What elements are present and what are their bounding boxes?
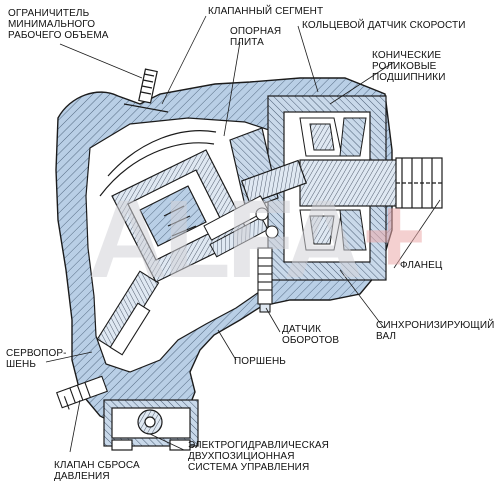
servo-piston [96,270,160,356]
label-flange: ФЛАНЕЦ [400,260,443,271]
label-valve-segment: КЛАПАННЫЙ СЕГМЕНТ [208,6,324,17]
label-servo-piston: СЕРВОПОР- ШЕНЬ [6,348,67,370]
support-plate [229,127,308,211]
label-min-volume-limiter: ОГРАНИЧИТЕЛЬ МИНИМАЛЬНОГО РАБОЧЕГО ОБЪЕМ… [8,8,109,41]
tapered-roller-bearings [299,117,367,251]
watermark-plus: + [362,174,427,297]
rpm-sensor [257,247,273,313]
min-volume-limiter [123,68,169,113]
pistons [203,195,279,258]
valve-segment [99,130,217,197]
label-electrohydraulic-system: ЭЛЕКТРОГИДРАВЛИЧЕСКАЯ ДВУХПОЗИЦИОННАЯ СИ… [188,440,329,473]
label-rpm-sensor: ДАТЧИК ОБОРОТОВ [282,324,340,346]
label-piston: ПОРШЕНЬ [234,356,286,367]
label-sync-shaft: СИНХРОНИЗИРУЮЩИЙ ВАЛ [376,320,495,342]
leader-lines [45,15,441,453]
pressure-relief-valve [56,375,108,410]
label-pressure-relief-valve: КЛАПАН СБРОСА ДАВЛЕНИЯ [54,460,140,482]
watermark: ALFA [88,178,363,301]
label-tapered-roller-bearings: КОНИЧЕСКИЕ РОЛИКОВЫЕ ПОДШИПНИКИ [372,50,446,83]
label-support-plate: ОПОРНАЯ ПЛИТА [230,26,282,48]
label-ring-speed-sensor: КОЛЬЦЕВОЙ ДАТЧИК СКОРОСТИ [302,20,466,31]
control-block [103,399,199,451]
